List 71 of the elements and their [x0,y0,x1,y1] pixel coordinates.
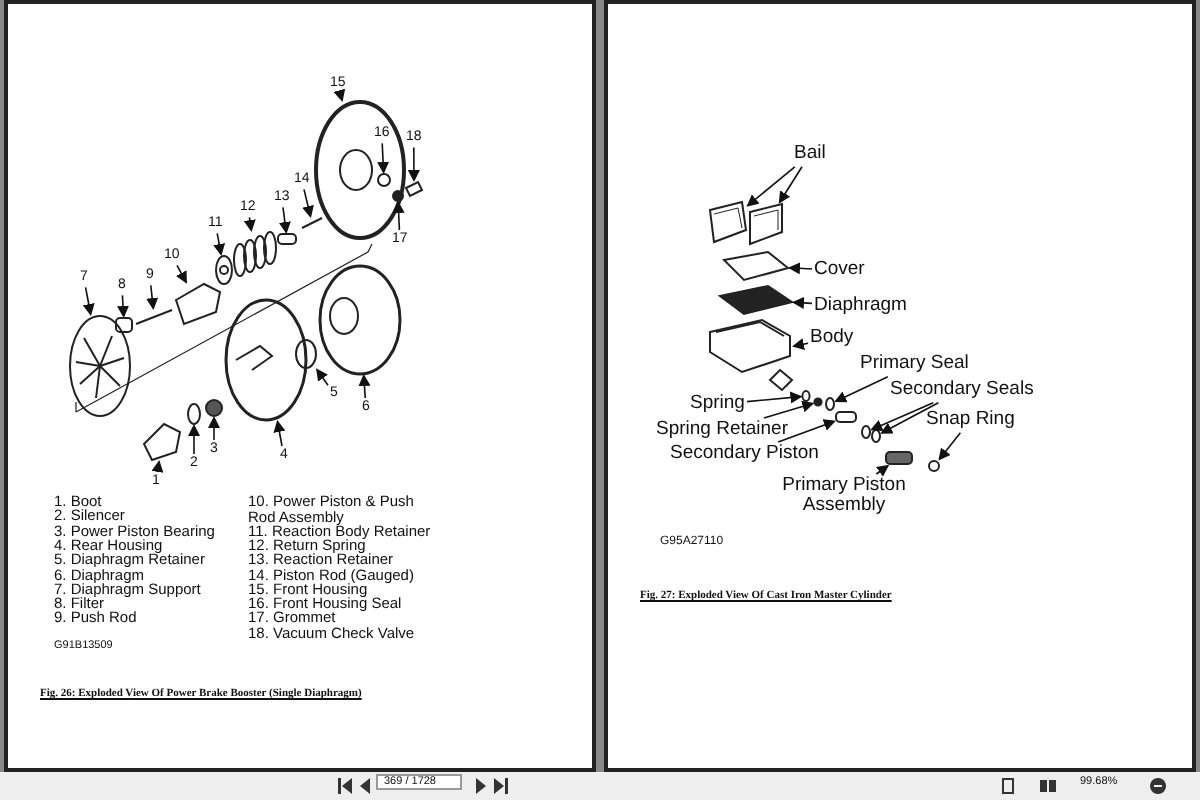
leader-line [788,262,813,275]
part-label: Secondary Piston [670,444,819,465]
seal-drawing [825,397,835,411]
bail-drawing [749,202,783,246]
leader-line [175,264,187,284]
support-disk-drawing [69,315,131,417]
housing-drawing [314,100,406,240]
part-label: Secondary Seals [890,380,1034,401]
retainer-drawing [813,397,823,407]
housing-drawing [224,298,308,422]
leader-line [746,166,796,207]
leader-line [392,201,405,231]
part-label: Primary Seal [860,354,969,375]
part-label: Body [810,328,854,349]
snap-ring-drawing [928,460,940,472]
leader-line [146,284,159,310]
part-label: Spring [690,394,745,415]
cover-drawing [721,250,791,282]
seal-drawing [871,429,881,443]
leader-line [82,286,95,316]
rod-drawing [301,217,323,229]
leader-line [746,391,803,404]
diaphragm-drawing [318,264,402,376]
seal-drawing [861,425,871,439]
rod-drawing [135,309,173,325]
boot-drawing [142,422,182,462]
valve-drawing [404,180,424,198]
ring-drawing [187,403,201,425]
bearing-drawing [205,399,223,417]
leader-line [778,166,803,204]
part-label: Snap Ring [926,410,1015,431]
leader-line [151,460,164,473]
leader-line [302,188,314,218]
leader-line [792,296,813,309]
spring-drawing [233,231,277,277]
leader-line [188,424,200,455]
leader-line [213,232,226,256]
leader-line [870,402,934,431]
part-label: Cover [814,260,865,281]
leader-line [938,432,962,461]
diaphragm-drawing [717,284,795,316]
leader-line [243,216,256,232]
spring-drawing [801,390,811,402]
leader-line [273,420,286,447]
washer-drawing [215,255,233,285]
cylinder-body-drawing [709,318,794,392]
piston-drawing [885,451,913,465]
retainer-drawing [277,233,297,245]
part-label: Diaphragm [814,296,907,317]
bail-drawing [708,200,748,244]
filter-drawing [115,317,133,333]
leader-line [377,142,390,174]
leader-line [316,368,329,386]
leader-line [278,206,291,234]
leader-line [792,338,809,350]
leader-line [333,88,346,102]
part-label: Bail [794,144,826,165]
leader-line [407,146,420,182]
leader-line [763,400,815,419]
leader-line [880,402,940,434]
leader-line [875,464,890,477]
piston-drawing [835,411,857,423]
part-label: Spring Retainer [656,420,789,441]
leader-line [117,294,129,318]
ring-drawing [295,339,317,369]
part-label: Primary Piston Assembly [764,476,924,518]
leader-line [358,374,371,399]
leader-line [777,419,836,443]
leader-line [834,376,889,403]
leader-line [208,416,220,441]
piston-drawing [174,282,222,326]
